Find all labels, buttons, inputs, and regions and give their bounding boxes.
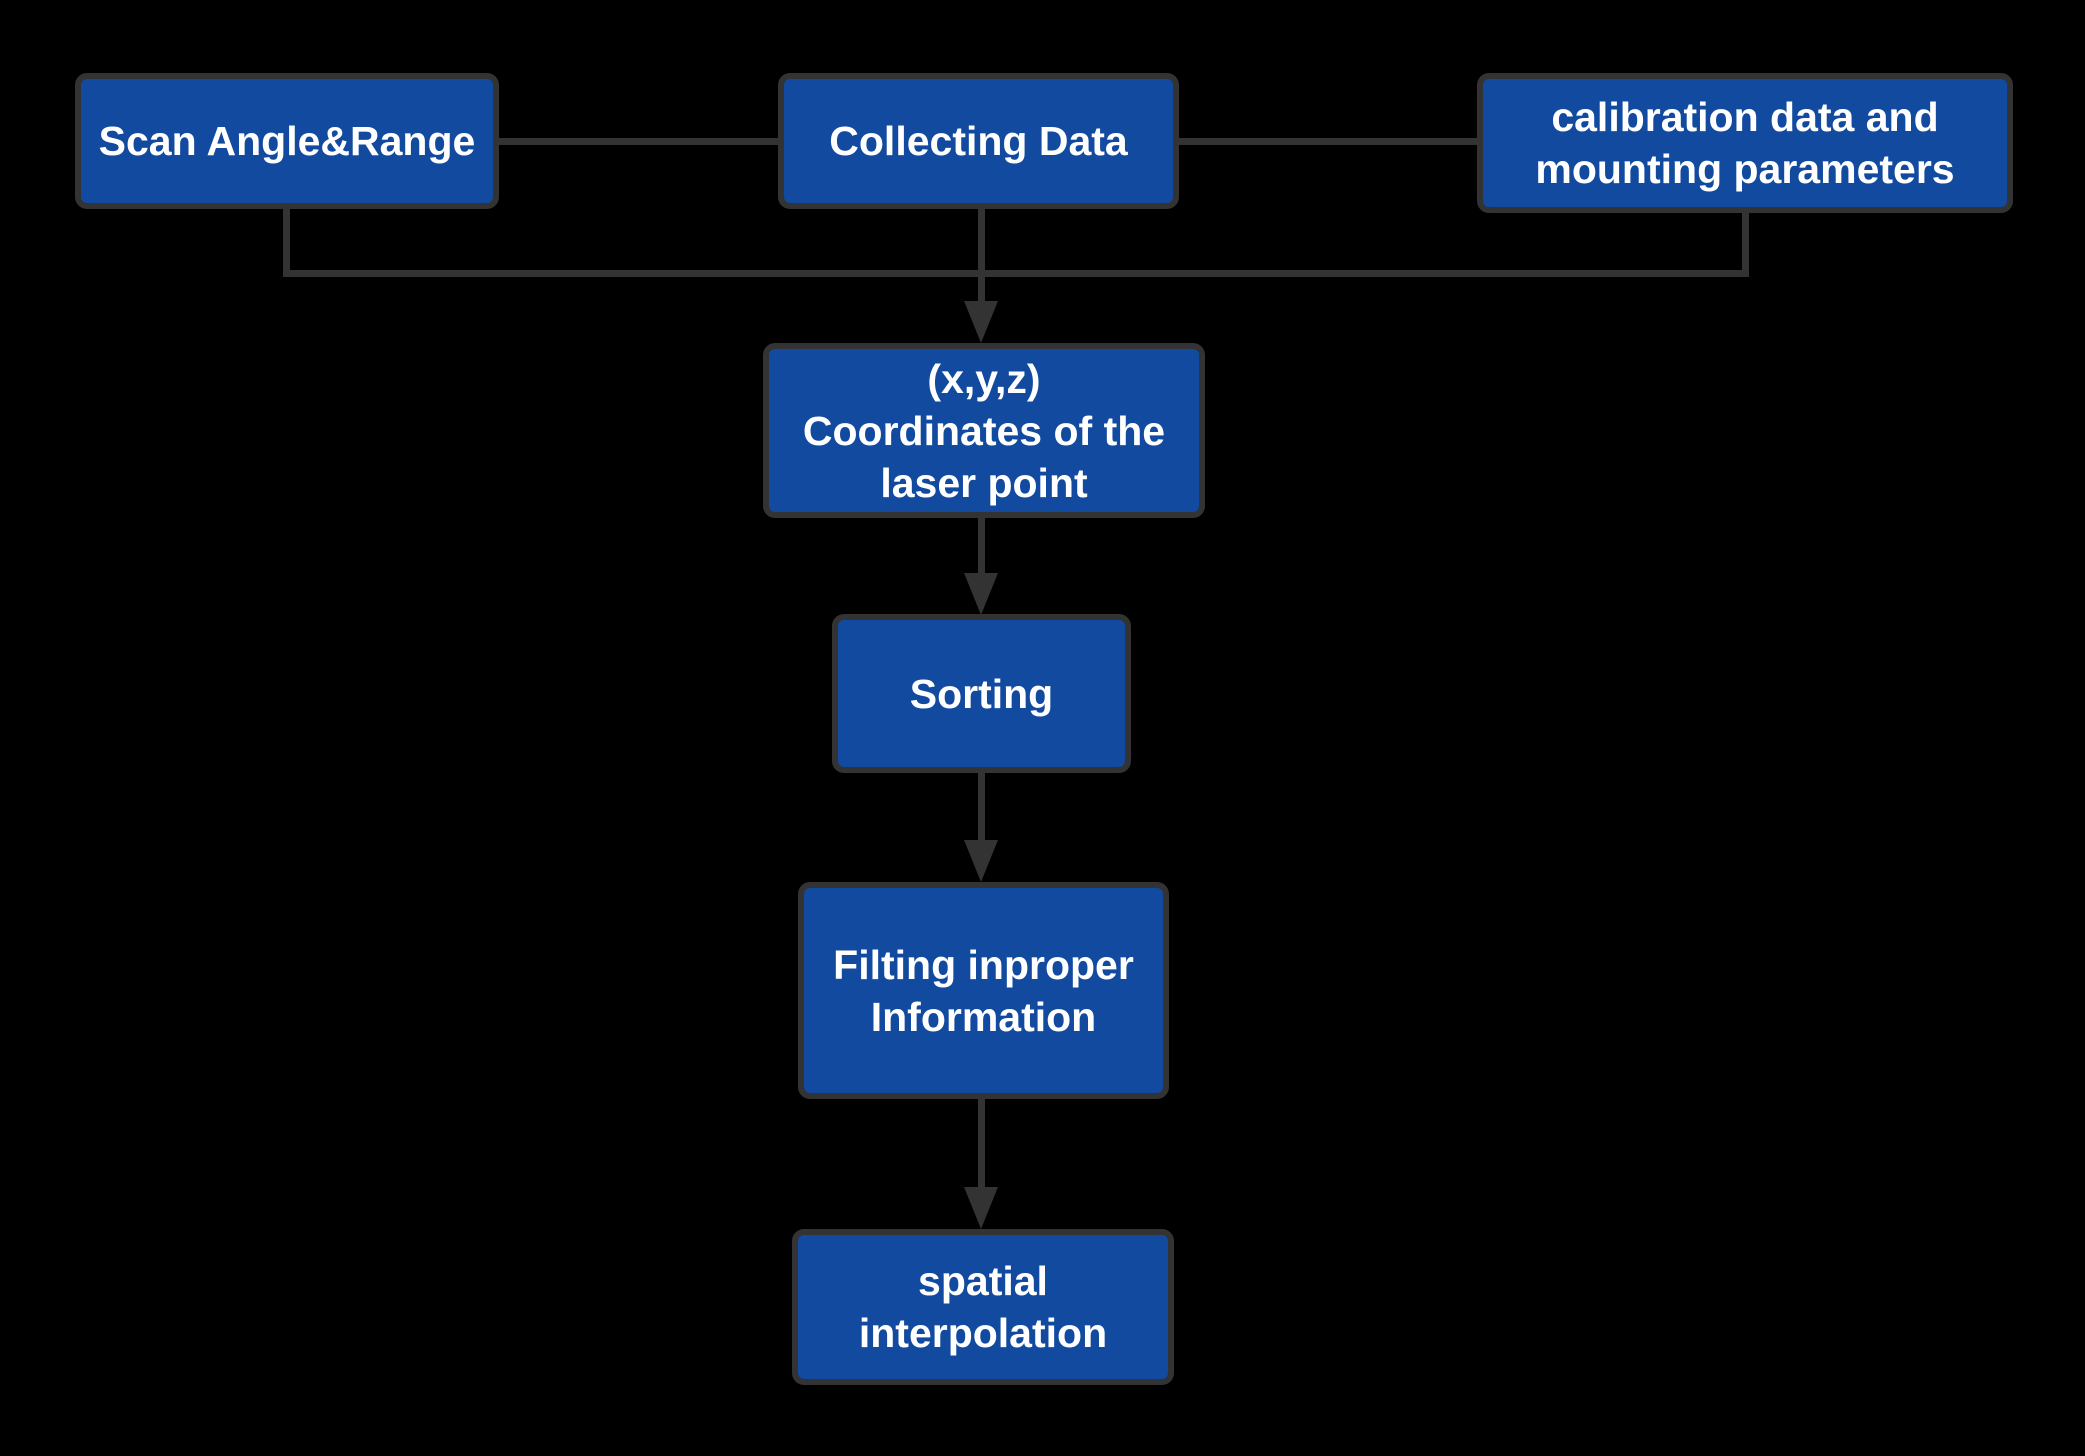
node-collecting-data: Collecting Data	[778, 73, 1179, 209]
connector-merge-to-coordinates	[978, 205, 985, 303]
node-coordinates-label: (x,y,z) Coordinates of the laser point	[802, 355, 1166, 506]
node-calibration-data: calibration data and mounting parameters	[1477, 73, 2013, 213]
node-scan-angle-range-label: Scan Angle&Range	[98, 118, 476, 164]
connector-scan-drop	[283, 205, 290, 277]
node-spatial-interpolation-label: spatial interpolation	[858, 1258, 1108, 1356]
connector-calibration-drop	[1742, 208, 1749, 277]
node-coordinates: (x,y,z) Coordinates of the laser point	[763, 343, 1205, 518]
arrowhead-into-spatial	[964, 1187, 998, 1229]
node-scan-angle-range: Scan Angle&Range	[75, 73, 499, 209]
connector-filting-to-spatial	[978, 1097, 985, 1189]
connector-merge-horizontal	[283, 270, 1749, 277]
arrowhead-into-filting	[964, 840, 998, 882]
node-spatial-interpolation: spatial interpolation	[792, 1229, 1174, 1385]
connector-scan-to-collecting	[498, 138, 779, 145]
connector-collecting-to-calibration	[1178, 138, 1478, 145]
node-calibration-data-label: calibration data and mounting parameters	[1535, 94, 1955, 192]
arrowhead-into-coordinates	[964, 301, 998, 343]
node-filting-inproper-information-label: Filting inproper Information	[833, 941, 1134, 1040]
node-sorting-label: Sorting	[909, 670, 1054, 717]
connector-sorting-to-filting	[978, 771, 985, 842]
arrowhead-into-sorting	[964, 573, 998, 615]
connector-coordinates-to-sorting	[978, 516, 985, 575]
node-sorting: Sorting	[832, 614, 1131, 773]
node-collecting-data-label: Collecting Data	[829, 118, 1128, 164]
node-filting-inproper-information: Filting inproper Information	[798, 882, 1169, 1099]
